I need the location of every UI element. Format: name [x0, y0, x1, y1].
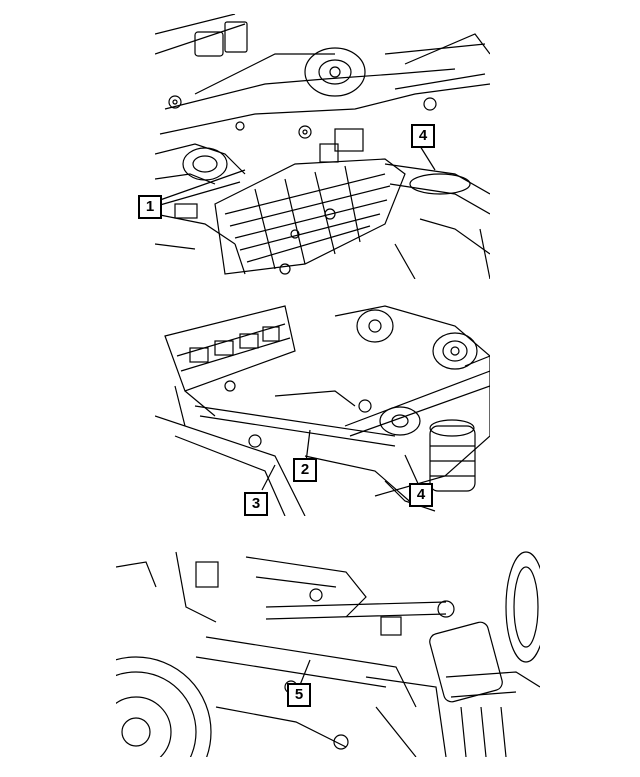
crossmember-panel: [116, 547, 540, 757]
engine-module-drawing: [155, 305, 490, 516]
callout-5: 5: [287, 683, 311, 707]
callout-4-middle: 4: [409, 483, 433, 507]
top-view-panel: [155, 14, 490, 279]
callout-1: 1: [138, 195, 162, 219]
callout-2: 2: [293, 458, 317, 482]
engine-module-panel: [155, 296, 490, 516]
callout-3: 3: [244, 492, 268, 516]
crossmember-drawing: [116, 551, 540, 757]
callout-4-top: 4: [411, 124, 435, 148]
underbody-exhaust-drawing: [155, 14, 490, 279]
